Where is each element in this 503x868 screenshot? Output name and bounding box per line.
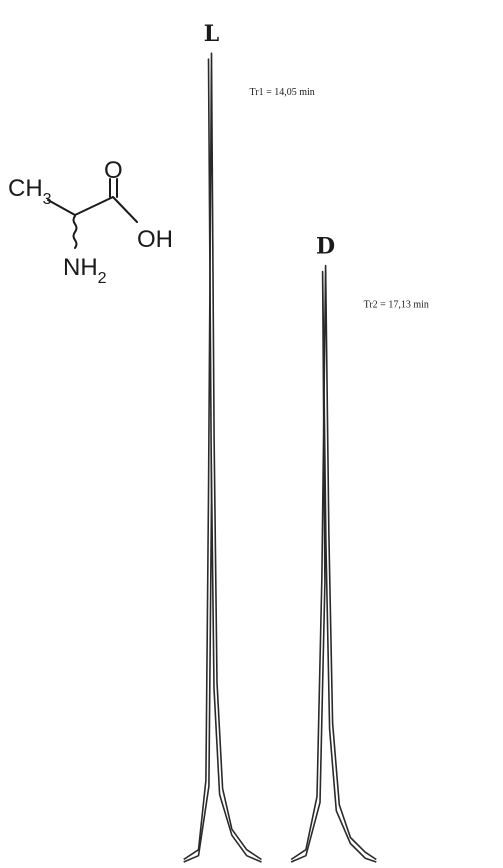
alanine-structure: CH3 O OH NH2 — [8, 157, 173, 287]
peak-letter-l: L — [204, 21, 219, 47]
methyl-ch-text: CH — [8, 175, 43, 202]
chromatogram-traces — [183, 52, 377, 863]
amino-subscript: 2 — [98, 270, 107, 287]
trace-d — [290, 264, 377, 861]
carbonyl-oxygen-label: O — [104, 157, 123, 184]
trace-l-inner — [183, 58, 262, 863]
bond-alpha-carboxyl — [74, 196, 114, 216]
retention-time-label-d: Tr2 = 17,13 min — [364, 300, 429, 311]
bond-alpha-amino-wavy — [72, 215, 78, 249]
bond-carboxyl-hydroxyl — [112, 196, 138, 223]
bond-methyl-alpha — [47, 199, 76, 216]
trace-d-inner — [290, 270, 377, 863]
retention-time-label-l: Tr1 = 14,05 min — [250, 87, 315, 98]
amino-group-label: NH2 — [63, 254, 107, 287]
amino-nh-text: NH — [63, 254, 98, 281]
hydroxyl-label: OH — [137, 226, 173, 253]
trace-l — [183, 52, 262, 861]
methyl-group-label: CH3 — [8, 175, 52, 208]
peak-annotations: L Tr1 = 14,05 min D Tr2 = 17,13 min — [204, 21, 429, 310]
peak-letter-d: D — [316, 234, 335, 260]
